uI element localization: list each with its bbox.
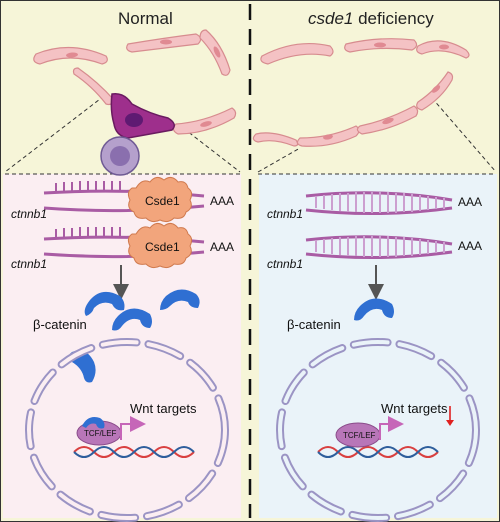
hemogenic-cell: [110, 92, 175, 139]
gene-label-right-2: ctnnb1: [267, 257, 303, 271]
gene-label-left-1: ctnnb1: [11, 207, 47, 221]
right-title-gene: csde1: [308, 9, 353, 28]
promoter-arrow-icon-right: [379, 416, 404, 440]
wnt-targets-label-right: Wnt targets: [381, 401, 448, 416]
right-title-rest: deficiency: [353, 9, 434, 28]
gene-label-left-2: ctnnb1: [11, 257, 47, 271]
beta-catenin-label-left: β-catenin: [33, 317, 87, 332]
polya-label-3: AAA: [458, 195, 482, 209]
released-cell-nucleus: [110, 146, 130, 166]
left-vessel-cells: [33, 29, 237, 135]
right-title: csde1 deficiency: [308, 9, 434, 28]
csde1-protein-1: [127, 176, 193, 223]
beta-catenin-right: [354, 298, 394, 321]
right-mrna-1: [305, 191, 453, 216]
beta-catenin-label-right: β-catenin: [287, 317, 341, 332]
left-title: Normal: [118, 9, 173, 28]
csde1-protein-2: [127, 222, 193, 269]
polya-label-4: AAA: [458, 239, 482, 253]
hemogenic-nucleus: [125, 113, 143, 127]
dna-right: [317, 446, 439, 458]
decrease-arrow-icon: [446, 406, 454, 426]
tcf-lef-label-left: TCF/LEF: [84, 429, 117, 438]
gene-label-right-1: ctnnb1: [267, 207, 303, 221]
polya-label-1: AAA: [210, 194, 234, 208]
beta-catenin-bound-left: [82, 417, 105, 429]
promoter-arrow-icon: [120, 416, 146, 440]
csde1-label-1: Csde1: [145, 194, 180, 208]
wnt-targets-label-left: Wnt targets: [130, 401, 197, 416]
dna-left: [73, 446, 195, 458]
csde1-label-2: Csde1: [145, 240, 180, 254]
right-mrna-2: [305, 235, 453, 260]
tcf-lef-label-right: TCF/LEF: [343, 431, 376, 440]
zoom-lines: [4, 95, 497, 173]
right-vessel-cells: [252, 38, 470, 147]
polya-label-2: AAA: [210, 240, 234, 254]
